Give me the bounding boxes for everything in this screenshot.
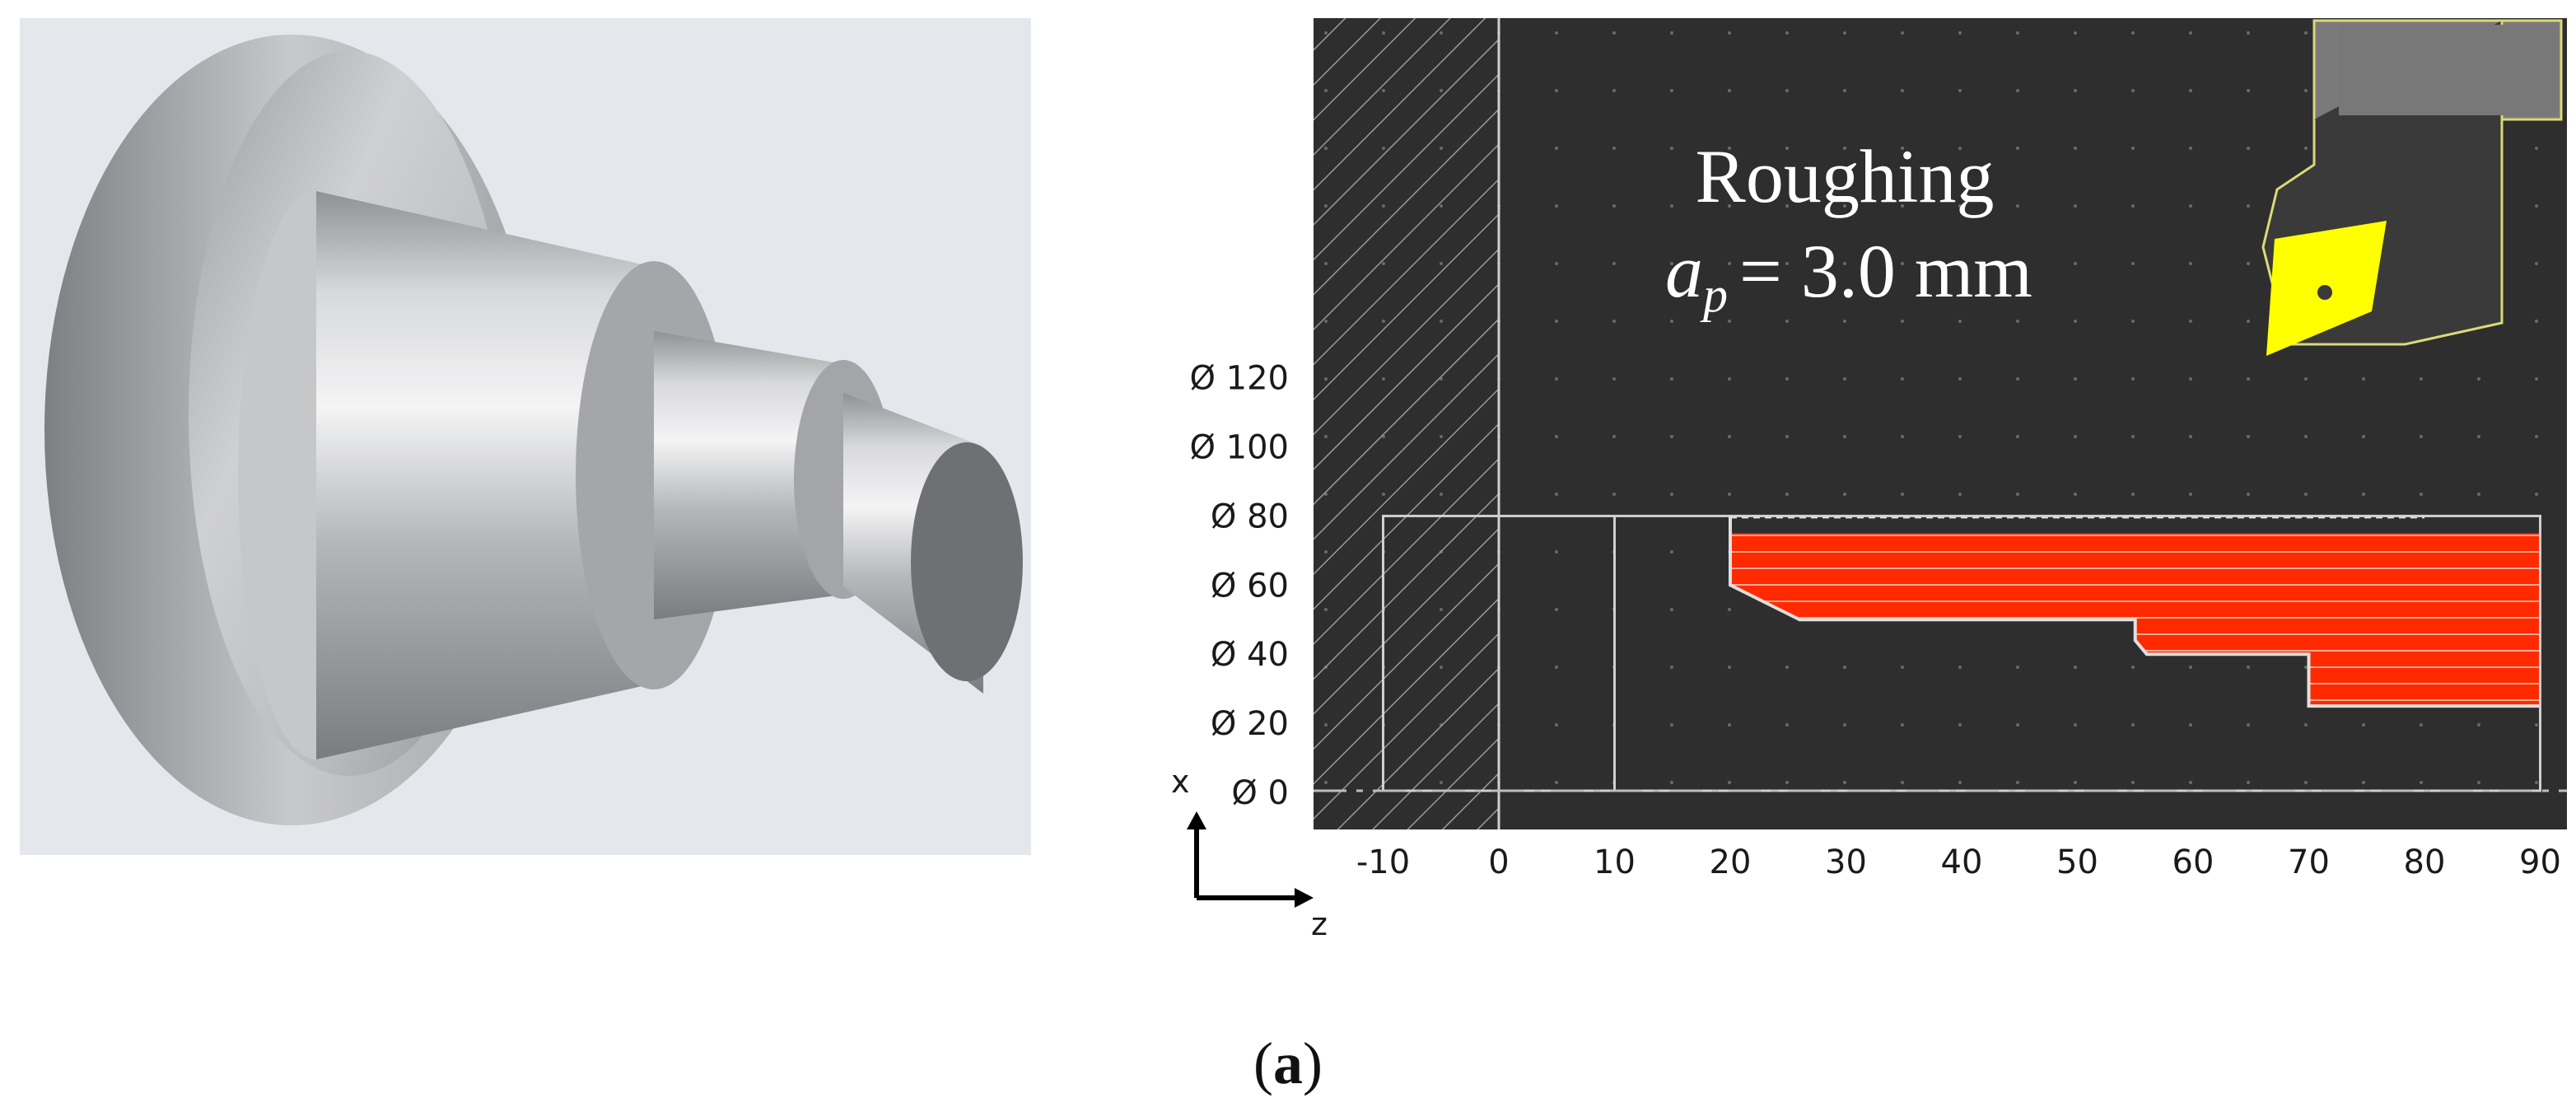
removal-region	[1729, 516, 2541, 791]
part-3d-render	[20, 18, 1031, 855]
chuck-hatch	[1314, 18, 1499, 829]
z-tick-label: 30	[1825, 843, 1867, 881]
z-tick-label: -10	[1356, 843, 1410, 881]
depth-of-cut-label: ap= 3.0 mm	[1665, 229, 2032, 322]
param-symbol: a	[1665, 229, 1703, 313]
param-subscript: p	[1700, 268, 1728, 322]
z-tick-label: 10	[1594, 843, 1636, 881]
figure-caption: (a)	[1253, 1030, 1323, 1096]
z-tick-label: 90	[2519, 843, 2561, 881]
z-tick-label: 80	[2404, 843, 2446, 881]
toolpath-passes	[1730, 516, 2541, 707]
diameter-tick-label: Ø 80	[1211, 498, 1289, 535]
diameter-tick-label: Ø 0	[1231, 774, 1289, 812]
diameter-tick-label: Ø 20	[1211, 705, 1289, 743]
turned-part-illustration	[44, 35, 1023, 825]
middle-step-body	[654, 331, 843, 619]
z-tick-label: 0	[1488, 843, 1509, 881]
z-tick-label: 70	[2288, 843, 2330, 881]
diameter-tick-label: Ø 60	[1211, 567, 1289, 605]
x-axis-name: x	[1171, 764, 1190, 800]
diameter-axis: Ø 120 Ø 100 Ø 80 Ø 60 Ø 40 Ø 20 Ø 0	[1189, 360, 1289, 812]
diameter-tick-label: Ø 120	[1189, 360, 1289, 398]
diameter-tick-label: Ø 100	[1189, 429, 1289, 467]
param-value: = 3.0 mm	[1739, 229, 2032, 313]
large-step-body	[316, 191, 679, 759]
diameter-tick-label: Ø 40	[1211, 636, 1289, 674]
z-tick-label: 20	[1710, 843, 1752, 881]
tool-holder-top	[2339, 25, 2557, 115]
z-tick-label: 40	[1941, 843, 1983, 881]
finished-profile	[1729, 516, 2541, 708]
operation-title: Roughing	[1696, 134, 1995, 218]
axis-triad: x z	[1171, 764, 1328, 942]
z-axis-name: z	[1311, 906, 1328, 942]
insert-screw	[2317, 285, 2332, 300]
small-step-end-face	[911, 442, 1023, 681]
z-axis: -10 0 10 20 30 40 50 60 70 80 90	[1356, 843, 2561, 881]
cutting-tool	[2261, 19, 2563, 356]
z-tick-label: 60	[2172, 843, 2214, 881]
z-tick-label: 50	[2056, 843, 2098, 881]
caption-letter: a	[1273, 1030, 1303, 1096]
